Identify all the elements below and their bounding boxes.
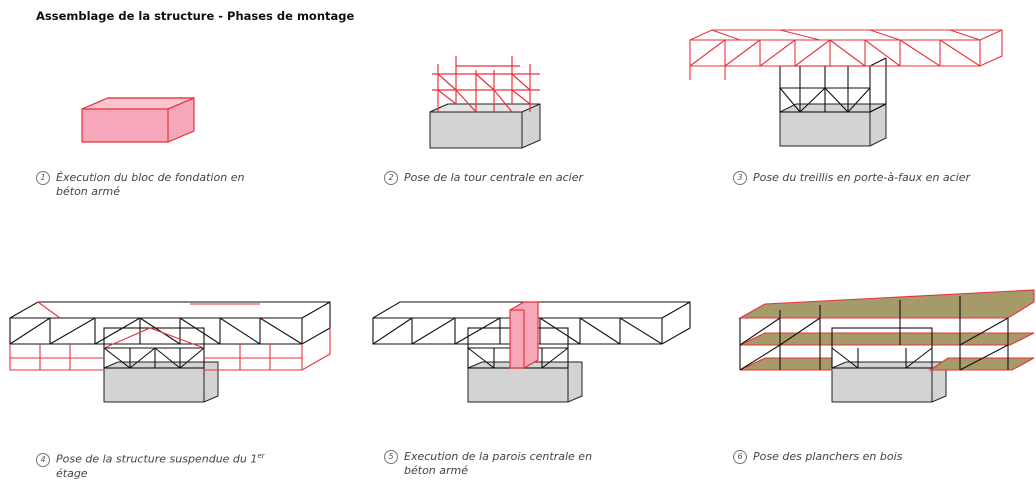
step-3-cantilever-truss <box>689 29 1003 147</box>
step-1-foundation-block <box>81 97 195 143</box>
page-title: Assemblage de la structure - Phases de m… <box>36 9 355 23</box>
step-2-central-tower <box>429 56 541 149</box>
step-5-number: 5 <box>384 450 398 464</box>
step-4-suspended-structure <box>9 301 331 403</box>
step-6-timber-floors <box>737 289 1035 403</box>
step-5-central-wall <box>372 301 691 403</box>
step-6-number: 6 <box>733 450 747 464</box>
step-4-number: 4 <box>36 452 50 467</box>
step-1-number: 1 <box>36 171 50 185</box>
step-2-number: 2 <box>384 171 398 185</box>
step-3-number: 3 <box>733 171 747 185</box>
